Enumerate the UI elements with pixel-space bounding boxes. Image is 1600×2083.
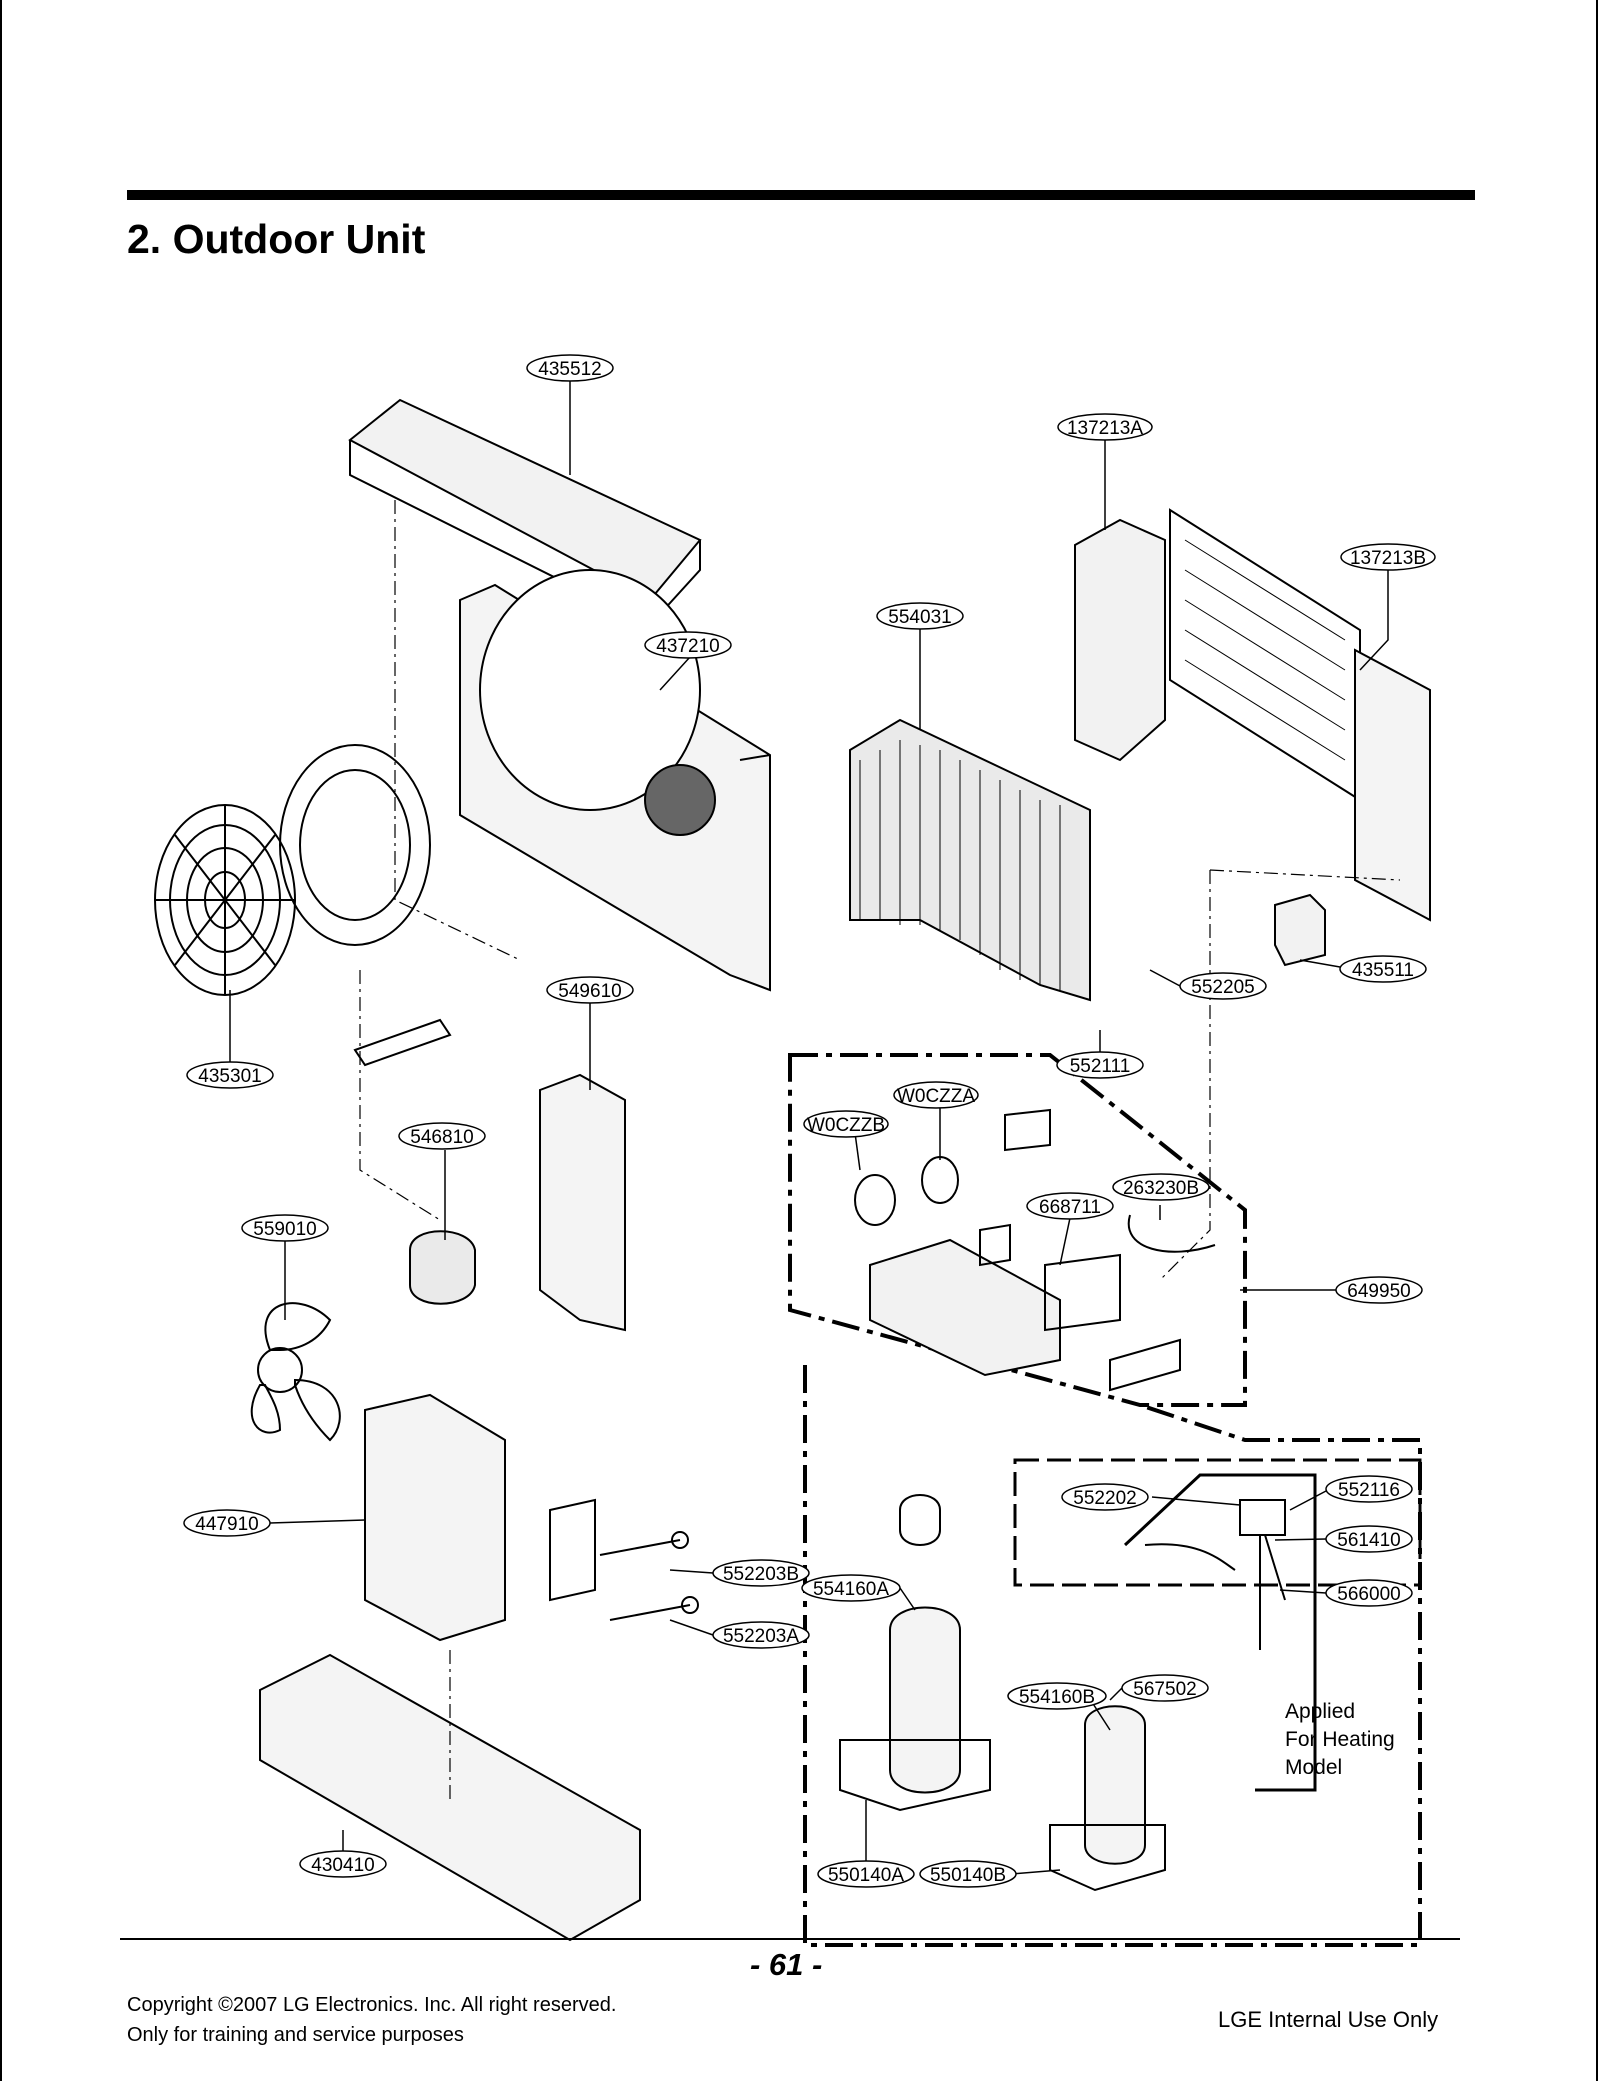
callout-554031: 554031 xyxy=(876,602,964,630)
condenser-coil-drawing xyxy=(849,718,1091,1002)
part-number-label: 552203B xyxy=(723,1564,799,1585)
section-title: 2. Outdoor Unit xyxy=(127,216,426,262)
part-number-label: 447910 xyxy=(195,1514,258,1535)
heating-parts-outline xyxy=(1013,1458,1422,1587)
part-number-label: 435512 xyxy=(538,359,601,380)
control-box-drawing xyxy=(854,1108,1216,1392)
orifice-ring-drawing xyxy=(279,744,431,946)
part-number-label: 567502 xyxy=(1133,1679,1196,1700)
part-number-label: W0CZZA xyxy=(897,1086,975,1107)
part-number-label: 554160B xyxy=(1019,1687,1095,1708)
callout-668711: 668711 xyxy=(1026,1192,1114,1220)
callout-546810: 546810 xyxy=(398,1122,486,1150)
callout-567502: 567502 xyxy=(1121,1674,1209,1702)
callout-554160A: 554160A xyxy=(801,1574,901,1602)
part-number-label: 549610 xyxy=(558,981,621,1002)
callout-549610: 549610 xyxy=(546,976,634,1004)
callout-430410: 430410 xyxy=(299,1850,387,1878)
compressor-b-drawing xyxy=(1049,1705,1166,1892)
fan-motor-drawing xyxy=(409,1230,476,1305)
footer-left: Copyright ©2007 LG Electronics. Inc. All… xyxy=(127,1990,616,2050)
applied-note-line: For Heating xyxy=(1285,1728,1395,1751)
bracket-drawing xyxy=(353,1018,452,1067)
compressor-a-drawing xyxy=(839,1494,991,1812)
callout-552203A: 552203A xyxy=(712,1621,810,1649)
part-number-label: 559010 xyxy=(253,1219,316,1240)
heating-model-outline xyxy=(1123,1473,1317,1792)
part-number-label: 554160A xyxy=(813,1579,889,1600)
part-number-label: 552203A xyxy=(723,1626,799,1647)
part-number-label: 137213B xyxy=(1350,548,1426,569)
callout-leaders xyxy=(229,381,1389,1875)
callout-W0CZZA: W0CZZA xyxy=(893,1081,979,1109)
part-number-label: 263230B xyxy=(1123,1178,1199,1199)
callout-435512: 435512 xyxy=(526,354,614,382)
callout-552203B: 552203B xyxy=(712,1559,810,1587)
part-number-label: 546810 xyxy=(410,1127,473,1148)
callout-649950: 649950 xyxy=(1335,1276,1423,1304)
top-rule xyxy=(127,190,1475,200)
callout-437210: 437210 xyxy=(644,631,732,659)
applied-note: Applied For Heating Model xyxy=(1285,1700,1395,1779)
callout-552205: 552205 xyxy=(1179,972,1267,1000)
page-number: - 61 - xyxy=(750,1947,823,1982)
copyright-text: Copyright ©2007 LG Electronics. Inc. All… xyxy=(127,1994,617,2016)
service-valves-drawing xyxy=(549,1498,699,1621)
part-number-label: 561410 xyxy=(1337,1530,1400,1551)
callout-263230B: 263230B xyxy=(1112,1173,1210,1201)
callout-435301: 435301 xyxy=(186,1061,274,1089)
callout-554160B: 554160B xyxy=(1007,1682,1107,1710)
part-number-label: 435301 xyxy=(198,1066,261,1087)
part-number-label: 550140A xyxy=(828,1865,904,1886)
propeller-fan-drawing xyxy=(250,1302,341,1442)
part-number-label: 668711 xyxy=(1039,1197,1101,1218)
part-number-label: 552111 xyxy=(1070,1056,1131,1077)
callout-550140B: 550140B xyxy=(919,1860,1017,1888)
part-number-label: 552202 xyxy=(1073,1488,1136,1509)
part-number-label: 435511 xyxy=(1352,960,1414,981)
callout-435511: 435511 xyxy=(1339,955,1427,983)
side-cover-drawing xyxy=(1274,893,1326,967)
part-number-label: 552205 xyxy=(1191,977,1254,998)
part-number-label: 430410 xyxy=(311,1855,374,1876)
control-box-outline xyxy=(788,1053,1247,1407)
callout-137213A: 137213A xyxy=(1057,413,1153,441)
part-number-label: 137213A xyxy=(1067,418,1143,439)
motor-bracket-drawing xyxy=(539,1073,626,1332)
callout-552116: 552116 xyxy=(1325,1475,1413,1503)
callout-561410: 561410 xyxy=(1325,1525,1413,1553)
four-way-valve-drawing xyxy=(1144,1499,1286,1650)
callout-550140A: 550140A xyxy=(817,1860,915,1888)
bottom-rule xyxy=(120,1938,1460,1940)
callout-566000: 566000 xyxy=(1325,1579,1413,1607)
part-number-label: 554031 xyxy=(888,607,951,628)
callout-447910: 447910 xyxy=(183,1509,271,1537)
part-number-label: 649950 xyxy=(1347,1281,1410,1302)
part-number-label: 437210 xyxy=(656,636,719,657)
part-number-label: 552116 xyxy=(1338,1480,1400,1501)
callout-552202: 552202 xyxy=(1061,1483,1149,1511)
internal-use-text: LGE Internal Use Only xyxy=(1218,2007,1439,2032)
partition-plate-drawing xyxy=(364,1393,506,1642)
callout-552111: 552111 xyxy=(1056,1051,1144,1079)
purpose-text: Only for training and service purposes xyxy=(127,2024,464,2046)
part-number-label: 550140B xyxy=(930,1865,1006,1886)
front-panel-drawing xyxy=(459,569,771,992)
callout-137213B: 137213B xyxy=(1340,543,1436,571)
callout-W0CZZB: W0CZZB xyxy=(803,1110,889,1138)
part-number-label: 566000 xyxy=(1337,1584,1400,1605)
applied-note-line: Model xyxy=(1285,1756,1342,1779)
part-number-label: W0CZZB xyxy=(807,1115,885,1136)
callout-labels: 435512 137213A 137213B 554031 437210 435… xyxy=(183,354,1436,1888)
fan-guard-drawing xyxy=(154,804,296,996)
rear-grille-drawing xyxy=(1074,508,1431,922)
callout-559010: 559010 xyxy=(241,1214,329,1242)
applied-note-line: Applied xyxy=(1285,1700,1355,1723)
